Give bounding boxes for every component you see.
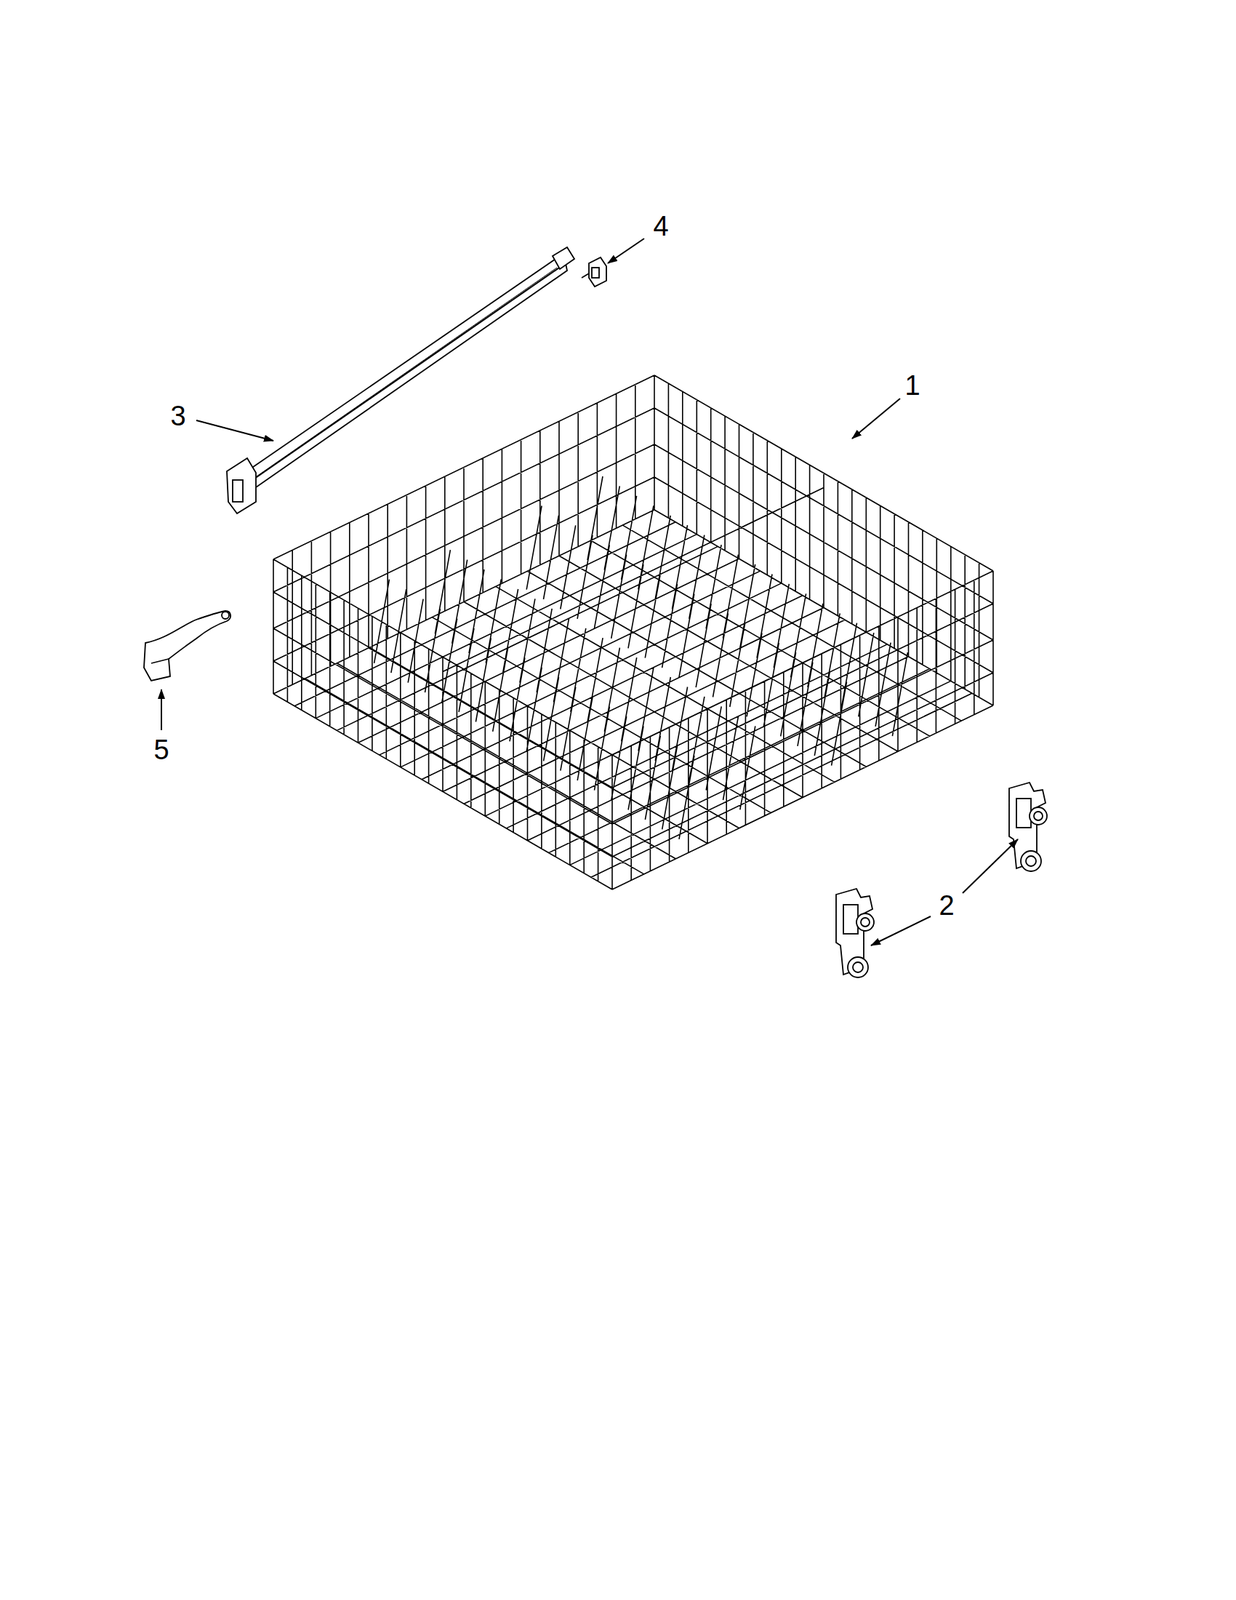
rack-roller-assembly — [836, 782, 1047, 978]
leader-line — [852, 398, 901, 439]
rack-rail — [226, 247, 575, 514]
leader-line — [871, 916, 931, 946]
leader-line — [196, 420, 274, 441]
leader-line — [607, 238, 645, 264]
rail-end-cap — [581, 257, 607, 287]
rack-adjuster-lever — [143, 610, 231, 681]
leader-line — [160, 689, 163, 730]
upper-rack — [273, 375, 994, 890]
callout-number: 1 — [904, 371, 920, 400]
leader-line — [962, 839, 1018, 893]
callout-number: 3 — [170, 402, 186, 430]
callout-number: 2 — [938, 891, 954, 920]
callout-number: 4 — [652, 212, 669, 240]
leader-arrows — [161, 238, 1018, 946]
callout-number: 5 — [153, 735, 169, 764]
rack-wires — [273, 375, 994, 890]
